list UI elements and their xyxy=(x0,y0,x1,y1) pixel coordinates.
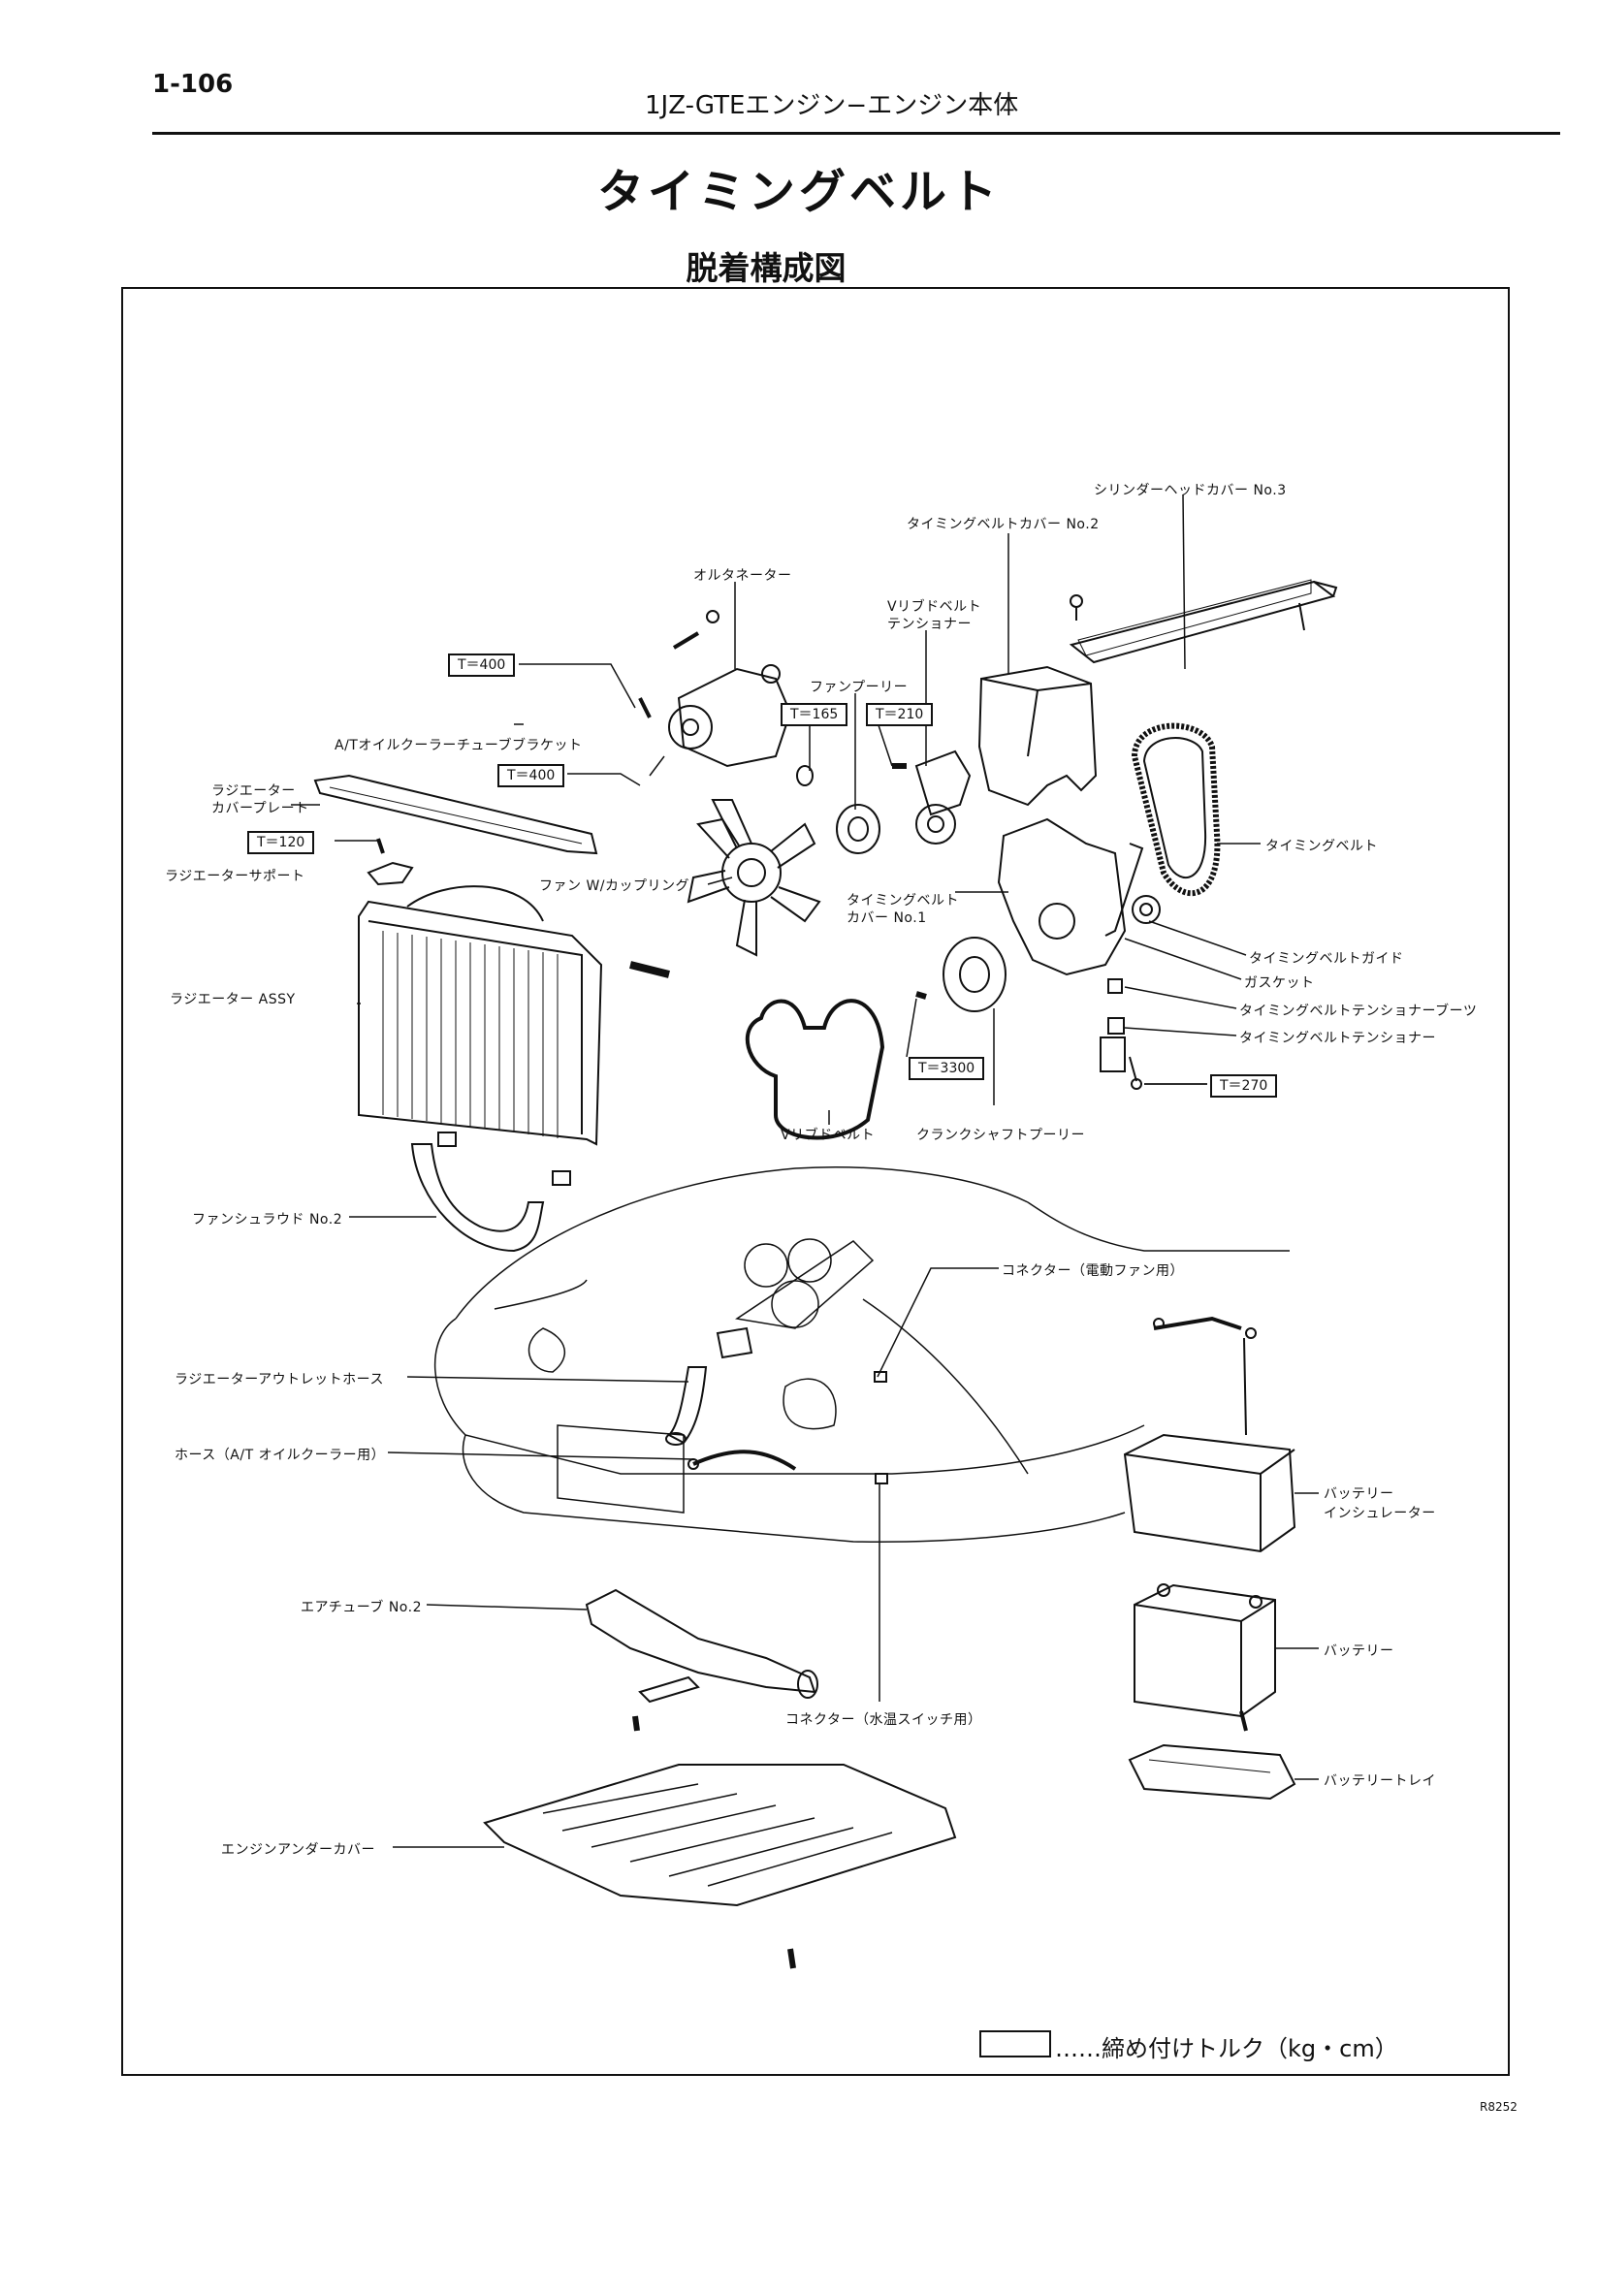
timing-belt-part xyxy=(1131,722,1221,897)
label-v-ribbed-belt: Vリブドベルト xyxy=(781,1128,876,1143)
v-ribbed-belt-tensioner-part xyxy=(892,749,972,845)
label-fan-coupling: ファン W/カップリング xyxy=(539,878,690,894)
legend-text: ……締め付けトルク（kg・cm） xyxy=(1055,2035,1398,2062)
radiator-outlet-hose-part xyxy=(665,1326,753,1446)
torque-box-tensioner: T＝210 xyxy=(866,703,934,726)
label-timing-belt-tensioner: タイミングベルトテンショナー xyxy=(1239,1031,1436,1046)
radiator-assy-part xyxy=(358,885,670,1146)
section-subtitle: 脱着構成図 xyxy=(686,249,847,287)
label-timing-belt-cover-1-2: カバー No.1 xyxy=(847,910,927,926)
label-at-oil-cooler-bracket: A/Tオイルクーラーチューブブラケット xyxy=(335,738,583,753)
torque-box-bracket: T＝400 xyxy=(497,764,565,787)
fan-pulley-part xyxy=(796,765,880,854)
legend-symbol-box xyxy=(979,2030,1051,2057)
label-alternator: オルタネーター xyxy=(693,568,792,584)
label-connector-fan: コネクター（電動ファン用） xyxy=(1002,1263,1184,1279)
air-tube-2-part xyxy=(585,1588,818,1732)
v-ribbed-belt-part xyxy=(745,999,885,1140)
label-timing-belt-cover-2: タイミングベルトカバー No.2 xyxy=(907,517,1100,532)
label-v-ribbed-belt-tensioner-2: テンショナー xyxy=(887,617,972,632)
label-connector-water-temp: コネクター（水温スイッチ用） xyxy=(785,1712,982,1728)
header-rule xyxy=(152,132,1560,135)
diagram-frame xyxy=(121,287,1510,2076)
crankshaft-pulley-part xyxy=(915,937,1007,1012)
battery-insulator-part xyxy=(1123,1316,1296,1553)
label-battery-insulator-2: インシュレーター xyxy=(1324,1506,1436,1521)
torque-box-tensioner-bolt: T＝270 xyxy=(1210,1074,1278,1098)
page-number: 1-106 xyxy=(152,70,234,99)
label-cylinder-head-cover-3: シリンダーヘッドカバー No.3 xyxy=(1094,483,1287,498)
page-title: タイミングベルト xyxy=(596,165,1001,219)
label-radiator-outlet-hose: ラジエーターアウトレットホース xyxy=(175,1372,384,1387)
label-battery: バッテリー xyxy=(1324,1643,1394,1659)
label-timing-belt-tensioner-boots: タイミングベルトテンショナーブーツ xyxy=(1239,1004,1478,1019)
timing-belt-tensioner-part xyxy=(1100,978,1142,1090)
label-air-tube-2: エアチューブ No.2 xyxy=(301,1600,422,1615)
timing-belt-guide-part xyxy=(1132,895,1161,924)
radiator-support-part xyxy=(367,838,414,886)
label-battery-tray: バッテリートレイ xyxy=(1324,1773,1436,1789)
label-fan-pulley: ファンプーリー xyxy=(810,680,909,695)
label-hose-at-oil-cooler: ホース（A/T オイルクーラー用） xyxy=(175,1448,386,1463)
fan-coupling-part xyxy=(687,799,821,957)
torque-box-alternator: T＝400 xyxy=(448,654,516,677)
radiator-cover-plate-part xyxy=(313,774,598,855)
engine-under-cover-part xyxy=(483,1764,957,1969)
battery-tray-part xyxy=(1128,1710,1296,1801)
header-title: 1JZ-GTEエンジン−エンジン本体 xyxy=(645,91,1019,120)
torque-box-fan-pulley: T＝165 xyxy=(781,703,848,726)
car-body-outline xyxy=(433,1166,1290,1543)
label-radiator-cover-plate-2: カバープレート xyxy=(211,801,309,816)
connector-parts xyxy=(874,1371,888,1484)
label-v-ribbed-belt-tensioner-1: Vリブドベルト xyxy=(887,599,982,615)
label-timing-belt-cover-1-1: タイミングベルト xyxy=(847,893,959,909)
label-timing-belt: タイミングベルト xyxy=(1265,839,1378,854)
torque-box-radiator-support: T＝120 xyxy=(247,831,315,854)
timing-belt-cover-1-part xyxy=(997,817,1144,976)
battery-part xyxy=(1134,1583,1276,1718)
label-crankshaft-pulley: クランクシャフトプーリー xyxy=(916,1128,1085,1143)
label-gasket: ガスケット xyxy=(1244,975,1315,991)
figure-code: R8252 xyxy=(1480,2100,1518,2114)
label-engine-under-cover: エンジンアンダーカバー xyxy=(221,1842,375,1858)
alternator-part xyxy=(638,610,792,768)
label-radiator-assy: ラジエーター ASSY xyxy=(170,992,296,1007)
label-timing-belt-guide: タイミングベルトガイド xyxy=(1249,951,1404,967)
label-battery-insulator-1: バッテリー xyxy=(1324,1486,1394,1502)
leader-lines xyxy=(291,494,1319,1848)
cylinder-head-cover-3-part xyxy=(1069,579,1338,664)
timing-belt-cover-2-part xyxy=(977,665,1098,807)
at-oil-cooler-hose-part xyxy=(687,1450,797,1471)
label-radiator-support: ラジエーターサポート xyxy=(165,869,305,884)
label-fan-shroud-2: ファンシュラウド No.2 xyxy=(192,1212,343,1228)
label-radiator-cover-plate-1: ラジエーター xyxy=(211,783,296,799)
fan-shroud-2-part xyxy=(410,1132,571,1253)
torque-box-crankshaft: T＝3300 xyxy=(909,1057,985,1080)
